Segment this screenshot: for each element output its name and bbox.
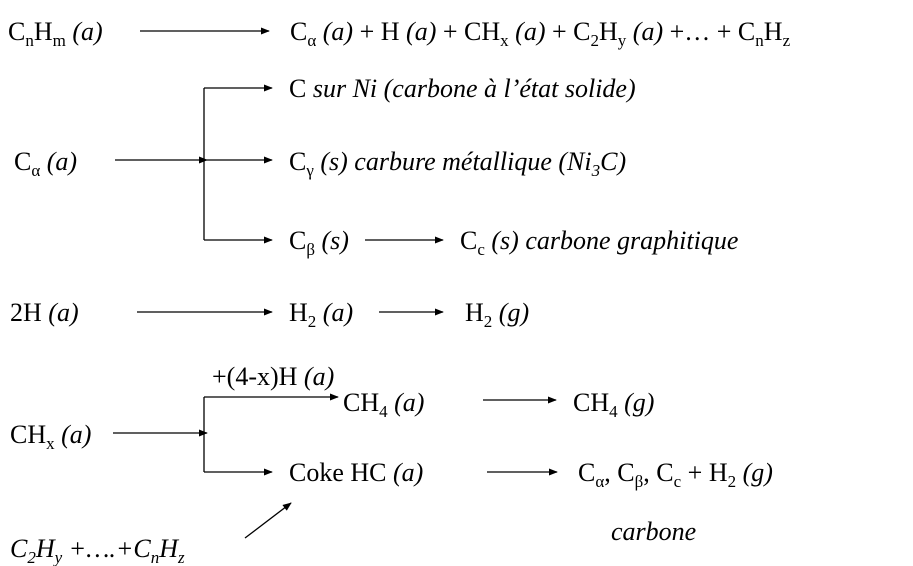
r4-condition: +(4-x)H (a) <box>212 362 334 391</box>
r2-reactant: Cα (a) <box>14 147 77 180</box>
r4-branch-2: Coke HC (a) <box>289 458 423 487</box>
r4-branch-1: CH4 (a) <box>343 388 424 421</box>
r1-products: Cα (a) + H (a) + CHx (a) + C2Hy (a) +… +… <box>290 17 791 50</box>
r4-reactant: CHx (a) <box>10 420 91 453</box>
r4-feed: C2Hy +….+CnHz <box>10 534 185 566</box>
r2-branch-1: C sur Ni (carbone à l’état solide) <box>289 74 636 103</box>
r4-branch-2-product-note: carbone <box>611 517 696 546</box>
r3-reactant: 2H (a) <box>10 298 79 327</box>
r2-branch-2: Cγ (s) carbure métallique (Ni3C) <box>289 147 626 180</box>
r4-feed-arrow <box>244 502 292 539</box>
r2-branch-3-product: Cc (s) carbone graphitique <box>460 226 738 259</box>
r2-branch-3: Cβ (s) <box>289 226 349 259</box>
r4-branch-1-product: CH4 (g) <box>573 388 654 421</box>
r4-branch-2-product: Cα, Cβ, Cc + H2 (g) <box>578 458 773 491</box>
r1-reactant: CnHm (a) <box>8 17 103 50</box>
r3-product: H2 (g) <box>465 298 529 331</box>
r3-intermediate: H2 (a) <box>289 298 353 331</box>
